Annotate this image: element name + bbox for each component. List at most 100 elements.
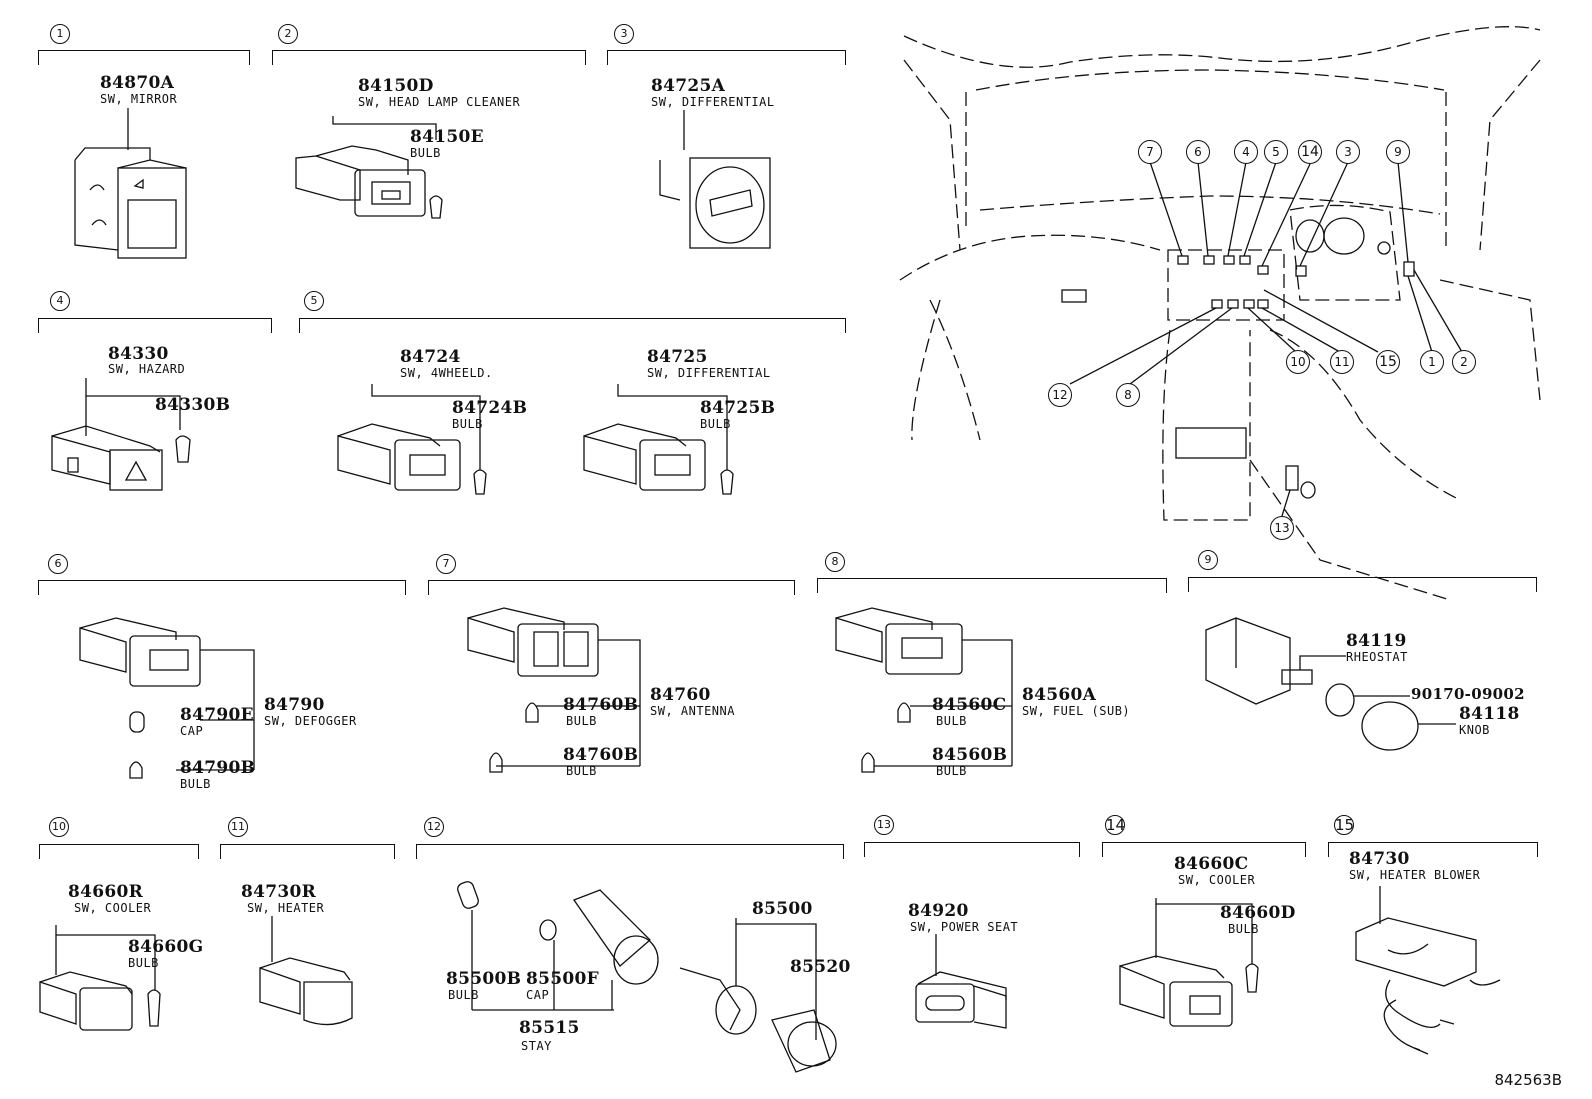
part-desc-sw-hazard: SW, HAZARD [108,362,186,376]
part-desc-bulb: BULB [1228,922,1259,936]
power-seat-switch-drawing [915,934,1007,1029]
heater-blower-drawing [1355,886,1501,1055]
heater-switch-drawing [259,916,353,1026]
part-desc-sw-heater: SW, HEATER [247,901,325,915]
section-8-number: 8 [825,552,845,572]
section-11-number: 11 [228,817,248,837]
part-number-84118: 84118 [1459,704,1520,724]
section-13-number: 13 [874,815,894,835]
overview-callout-12: 12 [1048,383,1072,407]
rheostat-knob-drawing [1205,617,1456,751]
section-11-bracket [220,844,395,859]
part-number-90170-09002: 90170-09002 [1411,685,1525,703]
part-number-84725B: 84725B [700,398,776,418]
part-number-84724: 84724 [400,347,461,367]
part-desc-knob: KNOB [1459,723,1490,737]
part-number-84920: 84920 [908,901,969,921]
part-desc-sw-antenna: SW, ANTENNA [650,704,735,718]
section-5-bracket [299,318,846,333]
part-number-84730: 84730 [1349,849,1410,869]
part-desc-sw-cooler: SW, COOLER [1178,873,1256,887]
part-number-85500: 85500 [752,899,813,919]
section-12-bracket [416,844,844,859]
section-10-bracket [39,844,199,859]
overview-callout-7: 7 [1138,140,1162,164]
overview-callout-9: 9 [1386,140,1410,164]
differential-switch-drawing [583,384,734,495]
part-desc-bulb: BULB [566,714,597,728]
part-desc-cap: CAP [526,988,550,1002]
section-12-number: 12 [424,817,444,837]
part-desc-sw-power-seat: SW, POWER SEAT [910,920,1019,934]
part-number-85500F: 85500F [526,969,600,989]
part-desc-bulb: BULB [700,417,731,431]
overview-callout-14: 14 [1298,140,1322,164]
section-6-number: 6 [48,554,68,574]
section-5-number: 5 [304,291,324,311]
part-number-84330: 84330 [108,344,169,364]
part-desc-bulb: BULB [452,417,483,431]
part-number-84150E: 84150E [410,127,484,147]
part-desc-sw-defogger: SW, DEFOGGER [264,714,357,728]
cooler-switch-14-drawing [1119,898,1259,1027]
cabin-overview-solid [1061,161,1463,517]
cabin-overview-drawing [899,26,1541,601]
part-desc-sw-head-lamp-cleaner: SW, HEAD LAMP CLEANER [358,95,521,109]
part-desc-bulb: BULB [566,764,597,778]
part-number-84560C: 84560C [932,695,1007,715]
part-number-84760B: 84760B [563,695,639,715]
4wheeld-switch-drawing [337,384,487,495]
part-number-84560B: 84560B [932,745,1008,765]
overview-callout-5: 5 [1264,140,1288,164]
overview-callout-1: 1 [1420,350,1444,374]
section-14-number: 14 [1105,815,1126,835]
section-13-bracket [864,842,1080,857]
overview-callout-6: 6 [1186,140,1210,164]
head-lamp-cleaner-drawing [295,116,443,219]
overview-callout-10: 10 [1286,350,1310,374]
part-desc-sw-differential: SW, DIFFERENTIAL [647,366,771,380]
part-number-84724B: 84724B [452,398,528,418]
overview-callout-13: 13 [1270,516,1294,540]
differential-dial-drawing [659,110,771,249]
part-number-84725A: 84725A [651,76,726,96]
part-number-85515: 85515 [519,1018,580,1038]
section-4-bracket [38,318,272,333]
section-3-number: 3 [614,24,634,44]
part-number-84660G: 84660G [128,937,204,957]
fuel-sub-switch-drawing [835,607,1013,773]
part-number-84660C: 84660C [1174,854,1249,874]
cigar-lighter-drawing [457,881,837,1073]
part-number-84790: 84790 [264,695,325,715]
part-number-84790B: 84790B [180,758,256,778]
overview-callout-3: 3 [1336,140,1360,164]
part-number-85520: 85520 [790,957,851,977]
section-7-bracket [428,580,795,595]
part-number-84560A: 84560A [1022,685,1097,705]
section-1-bracket [38,50,250,65]
part-number-84330B: 84330B [155,395,231,415]
part-number-84730R: 84730R [241,882,317,902]
section-14-bracket [1102,842,1306,857]
part-desc-bulb: BULB [936,764,967,778]
part-number-84870A: 84870A [100,73,175,93]
part-desc-rheostat: RHEOSTAT [1346,650,1408,664]
part-desc-sw-mirror: SW, MIRROR [100,92,178,106]
section-15-number: 15 [1334,815,1355,835]
defogger-switch-drawing [79,617,255,779]
part-number-84725: 84725 [647,347,708,367]
part-desc-sw-heater-blower: SW, HEATER BLOWER [1349,868,1481,882]
drawing-number: 842563B [1494,1071,1562,1089]
section-2-bracket [272,50,586,65]
overview-callout-11: 11 [1330,350,1354,374]
overview-callout-4: 4 [1234,140,1258,164]
overview-callout-2: 2 [1452,350,1476,374]
part-number-84660D: 84660D [1220,903,1296,923]
part-desc-bulb: BULB [448,988,479,1002]
hazard-switch-drawing [51,378,191,491]
part-desc-stay: STAY [521,1039,552,1053]
part-number-84150D: 84150D [358,76,434,96]
overview-callout-8: 8 [1116,383,1140,407]
part-number-84119: 84119 [1346,631,1407,651]
part-desc-sw-4wheeld: SW, 4WHEELD. [400,366,493,380]
